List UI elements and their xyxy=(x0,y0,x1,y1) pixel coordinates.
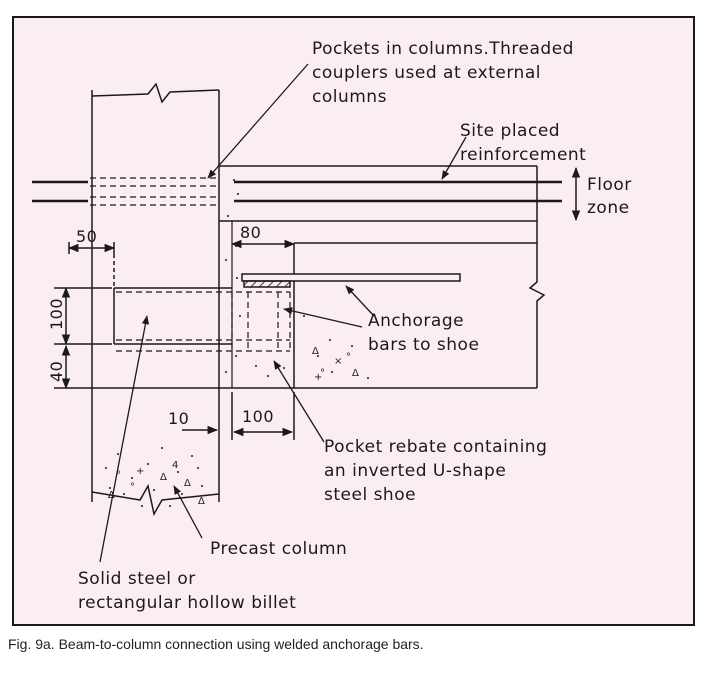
site-label-line1: Site placed xyxy=(460,121,560,141)
dim-10-label: 10 xyxy=(168,409,189,428)
svg-text:°: ° xyxy=(116,470,121,481)
svg-text:×: × xyxy=(334,356,342,367)
svg-text:°: ° xyxy=(130,482,135,493)
dim-100-lines xyxy=(231,392,295,440)
pocket-label-line2: an inverted U-shape xyxy=(324,461,506,481)
dim-80-label: 80 xyxy=(240,223,261,242)
pockets-label-line2: couplers used at external xyxy=(312,63,541,83)
svg-text:4: 4 xyxy=(172,460,178,471)
labels: Pockets in columns.Threaded couplers use… xyxy=(47,39,632,613)
svg-text:+: + xyxy=(136,466,144,477)
dim-vertical-lines xyxy=(54,286,112,390)
pocket-label-line3: steel shoe xyxy=(324,485,416,505)
floor-label-line1: Floor xyxy=(587,175,632,195)
figure-caption: Fig. 9a. Beam-to-column connection using… xyxy=(8,636,424,652)
beam-outline xyxy=(92,165,546,389)
svg-text:Δ: Δ xyxy=(198,496,205,507)
svg-text:Δ: Δ xyxy=(108,490,115,501)
pockets-label-line3: columns xyxy=(312,87,387,107)
floor-label-line2: zone xyxy=(587,198,630,218)
anchorage-label-line1: Anchorage xyxy=(368,311,464,331)
svg-text:+: + xyxy=(314,372,322,383)
billet-label-line2: rectangular hollow billet xyxy=(78,593,296,613)
diagram-panel xyxy=(12,16,695,626)
site-label-line2: reinforcement xyxy=(460,145,586,165)
steel-billet xyxy=(113,287,291,352)
dim-40-label: 40 xyxy=(47,361,66,382)
svg-text:Δ: Δ xyxy=(312,346,319,357)
svg-text:Δ: Δ xyxy=(184,478,191,489)
billet-label-line1: Solid steel or xyxy=(78,569,196,589)
pockets-label-line1: Pockets in columns.Threaded xyxy=(312,39,574,59)
reinforcement-bars xyxy=(32,180,562,203)
precast-column xyxy=(91,82,220,517)
pocket-label-line1: Pocket rebate containing xyxy=(324,437,547,457)
svg-text:°: ° xyxy=(320,368,325,379)
precast-label: Precast column xyxy=(210,539,347,559)
dim-100-vertical-label: 100 xyxy=(47,298,66,330)
dim-50-lines xyxy=(67,242,116,288)
concrete-stipple: Δ×° °Δ+ +Δ° Δ°4 ΔΔ xyxy=(105,179,369,507)
anchorage-bars xyxy=(241,273,461,288)
connection-diagram: Δ×° °Δ+ +Δ° Δ°4 ΔΔ Pockets in columns.Th… xyxy=(12,16,695,626)
threaded-couplers xyxy=(90,177,218,206)
dim-50-label: 50 xyxy=(76,227,97,246)
svg-text:Δ: Δ xyxy=(160,472,167,483)
svg-text:°: ° xyxy=(346,352,351,363)
leader-lines xyxy=(99,63,467,563)
anchorage-label-line2: bars to shoe xyxy=(368,335,479,355)
svg-text:Δ: Δ xyxy=(352,368,359,379)
dim-100-horizontal-label: 100 xyxy=(242,407,274,426)
